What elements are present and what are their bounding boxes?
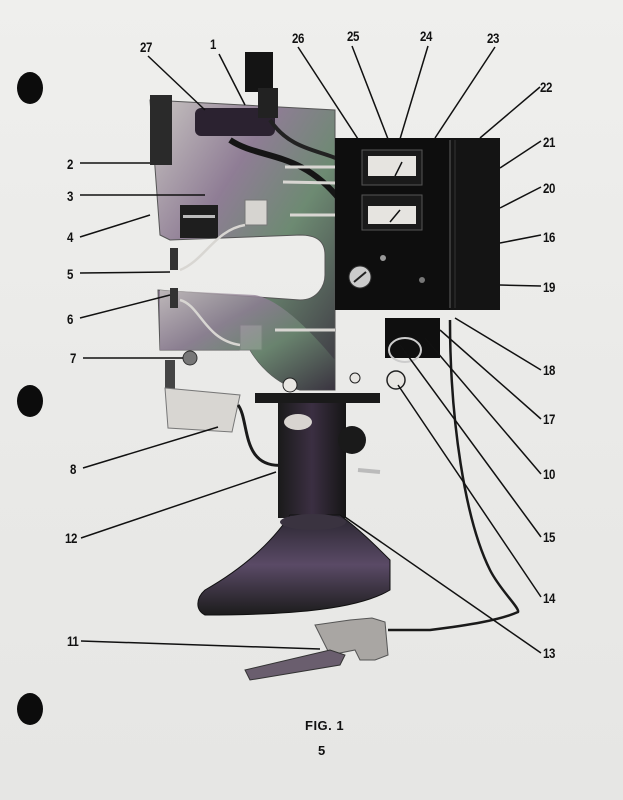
control-cabinet — [335, 138, 500, 310]
callout-8: 8 — [70, 461, 76, 477]
callout-22: 22 — [540, 79, 552, 95]
callout-10: 10 — [543, 466, 555, 482]
callout-6: 6 — [67, 311, 73, 327]
callout-27: 27 — [140, 39, 152, 55]
binder-hole-top — [17, 72, 43, 104]
callout-7: 7 — [70, 350, 76, 366]
callout-1: 1 — [210, 36, 216, 52]
callout-3: 3 — [67, 188, 73, 204]
figure-caption: FIG. 1 — [305, 718, 345, 733]
callout-14: 14 — [543, 590, 555, 606]
callout-24: 24 — [420, 28, 432, 44]
callout-16: 16 — [543, 229, 555, 245]
callout-5: 5 — [67, 266, 73, 282]
callout-4: 4 — [67, 229, 73, 245]
callout-12: 12 — [65, 530, 77, 546]
callout-21: 21 — [543, 134, 555, 150]
callout-15: 15 — [543, 529, 555, 545]
binder-hole-middle — [17, 385, 43, 417]
callout-13: 13 — [543, 645, 555, 661]
callout-19: 19 — [543, 279, 555, 295]
callout-26: 26 — [292, 30, 304, 46]
callout-2: 2 — [67, 156, 73, 172]
callout-25: 25 — [347, 28, 359, 44]
callout-17: 17 — [543, 411, 555, 427]
callout-23: 23 — [487, 30, 499, 46]
c-frame — [149, 95, 336, 391]
page-number: 5 — [318, 743, 326, 758]
callout-20: 20 — [543, 180, 555, 196]
callout-11: 11 — [67, 633, 79, 649]
binder-hole-bottom — [17, 693, 43, 725]
callout-18: 18 — [543, 362, 555, 378]
leader-lines — [79, 45, 542, 654]
